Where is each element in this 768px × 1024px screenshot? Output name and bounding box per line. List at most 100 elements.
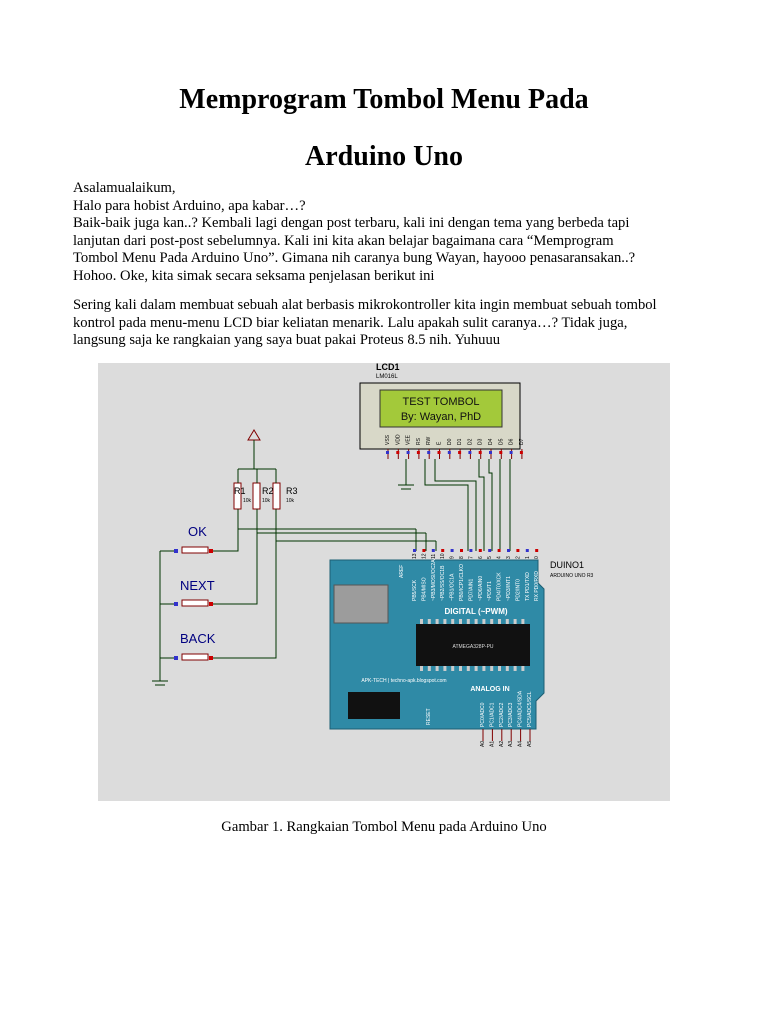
chip-leg (474, 619, 478, 624)
digital-pin-label: PD7/AIN1 (468, 579, 474, 601)
digital-pin-number: 13 (412, 553, 418, 559)
aref-label: AREF (399, 565, 405, 578)
intro-line: Baik-baik juga kan..? Kembali lagi denga… (73, 215, 630, 232)
chip-leg (420, 666, 423, 671)
lcd-pin-dot (396, 451, 400, 454)
intro-line: Halo para hobist Arduino, apa kabar…? (73, 197, 306, 214)
lcd-pin-label: VDD (395, 434, 401, 445)
lcd-pin-dot (447, 451, 451, 454)
analog-pin-label: PC5/ADC5/SCL (527, 691, 533, 727)
digital-pin-dot (431, 549, 435, 552)
schematic-figure: LCD1 LM016L TEST TOMBOL By: Wayan, PhD V… (98, 362, 670, 801)
push-buttons: OK NEXT BACK (174, 524, 216, 661)
power-jack (348, 692, 400, 719)
chip-leg (521, 666, 525, 671)
digital-pin-dot (535, 549, 539, 552)
lcd-ref: LCD1 (376, 363, 400, 372)
chip-leg (474, 666, 478, 671)
button-ok (181, 546, 209, 554)
chip-leg (513, 619, 517, 624)
chip-leg (490, 619, 494, 624)
chip-leg (459, 666, 462, 671)
lcd-pin-label: E (437, 441, 443, 445)
digital-pin-number: 7 (468, 556, 474, 559)
figure-caption: Gambar 1. Rangkaian Tombol Menu pada Ard… (221, 819, 547, 835)
digital-pin-label: ~PB3/MOSI/OC2A (431, 559, 437, 601)
lcd-pin-label: VSS (385, 434, 391, 445)
analog-pin-number: A1 (489, 741, 495, 747)
chip-leg (505, 666, 509, 671)
button-label-ok: OK (188, 524, 207, 539)
chip-leg (443, 619, 447, 624)
lcd-pin-dot (519, 451, 523, 454)
digital-pin-dot (450, 549, 454, 552)
digital-pin-number: 3 (506, 556, 512, 559)
microcontroller-chip (416, 624, 530, 666)
digital-pin-label: PD4/T0/XCK (497, 572, 503, 601)
digital-pin-number: 10 (440, 553, 446, 559)
body-line: kontrol pada menu-menu LCD biar keliatan… (73, 314, 628, 331)
lcd-pin-dot (406, 451, 410, 454)
intro-line: Asalamualaikum, (73, 180, 176, 196)
chip-leg (451, 619, 455, 624)
board-model: ARDUINO UNO R3 (550, 573, 594, 579)
resistor-label-r3: R3 (286, 486, 298, 496)
chip-leg (498, 619, 501, 624)
lcd-screen (379, 389, 503, 428)
arduino-board: ATMEGA328P-PU DIGITAL (~PWM) ANALOG IN A… (329, 549, 594, 747)
analog-pin-number: A0 (480, 741, 486, 747)
digital-pin-number: 9 (450, 556, 456, 559)
digital-pin-number: 12 (421, 553, 427, 559)
lcd-pin-dot (386, 451, 389, 454)
digital-pin-number: 0 (534, 556, 540, 559)
digital-pin-label: PB5/SCK (412, 579, 418, 601)
chip-leg (490, 666, 494, 671)
chip-leg (466, 666, 470, 671)
digital-pin-number: 2 (515, 556, 521, 559)
lcd-pin-label: D6 (509, 438, 515, 445)
lcd-pin-dot (499, 451, 503, 454)
lcd-pin-dot (509, 451, 513, 454)
lcd-pin-label: D4 (488, 438, 494, 445)
body-line: Sering kali dalam membuat sebuah alat be… (73, 297, 657, 313)
lcd-model: LM016L (376, 374, 398, 380)
digital-pins: PB5/SCK13PB4/MISO12~PB3/MOSI/OC2A11~PB2/… (412, 549, 540, 601)
button-next (181, 599, 209, 607)
digital-pin-number: 4 (497, 556, 503, 559)
chip-leg (521, 619, 525, 624)
digital-pin-dot (497, 549, 501, 552)
chip-leg (498, 666, 501, 671)
analog-label: ANALOG IN (470, 686, 509, 693)
chip-leg (451, 666, 455, 671)
chip-leg (420, 619, 423, 624)
digital-pin-dot (516, 549, 520, 552)
lcd-pin-label: VEE (406, 434, 412, 445)
button-label-next: NEXT (180, 578, 215, 593)
chip-leg (513, 666, 517, 671)
body-paragraph: Sering kali dalam membuat sebuah alat be… (73, 297, 703, 350)
analog-pin-label: PC2/ADC2 (499, 702, 505, 727)
lcd-pin-dot (458, 451, 462, 454)
lcd-pin-dot (478, 451, 482, 454)
analog-pin-label: PC4/ADC4/SDA (518, 690, 524, 727)
chip-label: ATMEGA328P-PU (452, 644, 493, 650)
chip-leg (435, 666, 439, 671)
chip-leg (435, 619, 439, 624)
digital-pin-label: ~PB2/SS/OC1B (440, 565, 446, 601)
button-back (181, 653, 209, 661)
chip-leg (443, 666, 447, 671)
digital-pin-label: ~PD3/INT1 (506, 576, 512, 601)
digital-pin-dot (507, 549, 510, 552)
lcd-pin-dot (468, 451, 472, 454)
chip-leg (427, 666, 431, 671)
lcd-module: LCD1 LM016L TEST TOMBOL By: Wayan, PhD V… (359, 362, 525, 459)
resistor-value-r1: 10k (243, 498, 252, 504)
digital-pin-number: 8 (459, 556, 465, 559)
analog-pin-number: A3 (508, 741, 514, 747)
analog-pin-number: A2 (499, 741, 505, 747)
resistor-r3 (272, 482, 281, 510)
digital-pin-dot (469, 549, 473, 552)
chip-leg (427, 619, 431, 624)
intro-line: lanjutan dari post-post sebelumnya. Kali… (73, 232, 614, 249)
